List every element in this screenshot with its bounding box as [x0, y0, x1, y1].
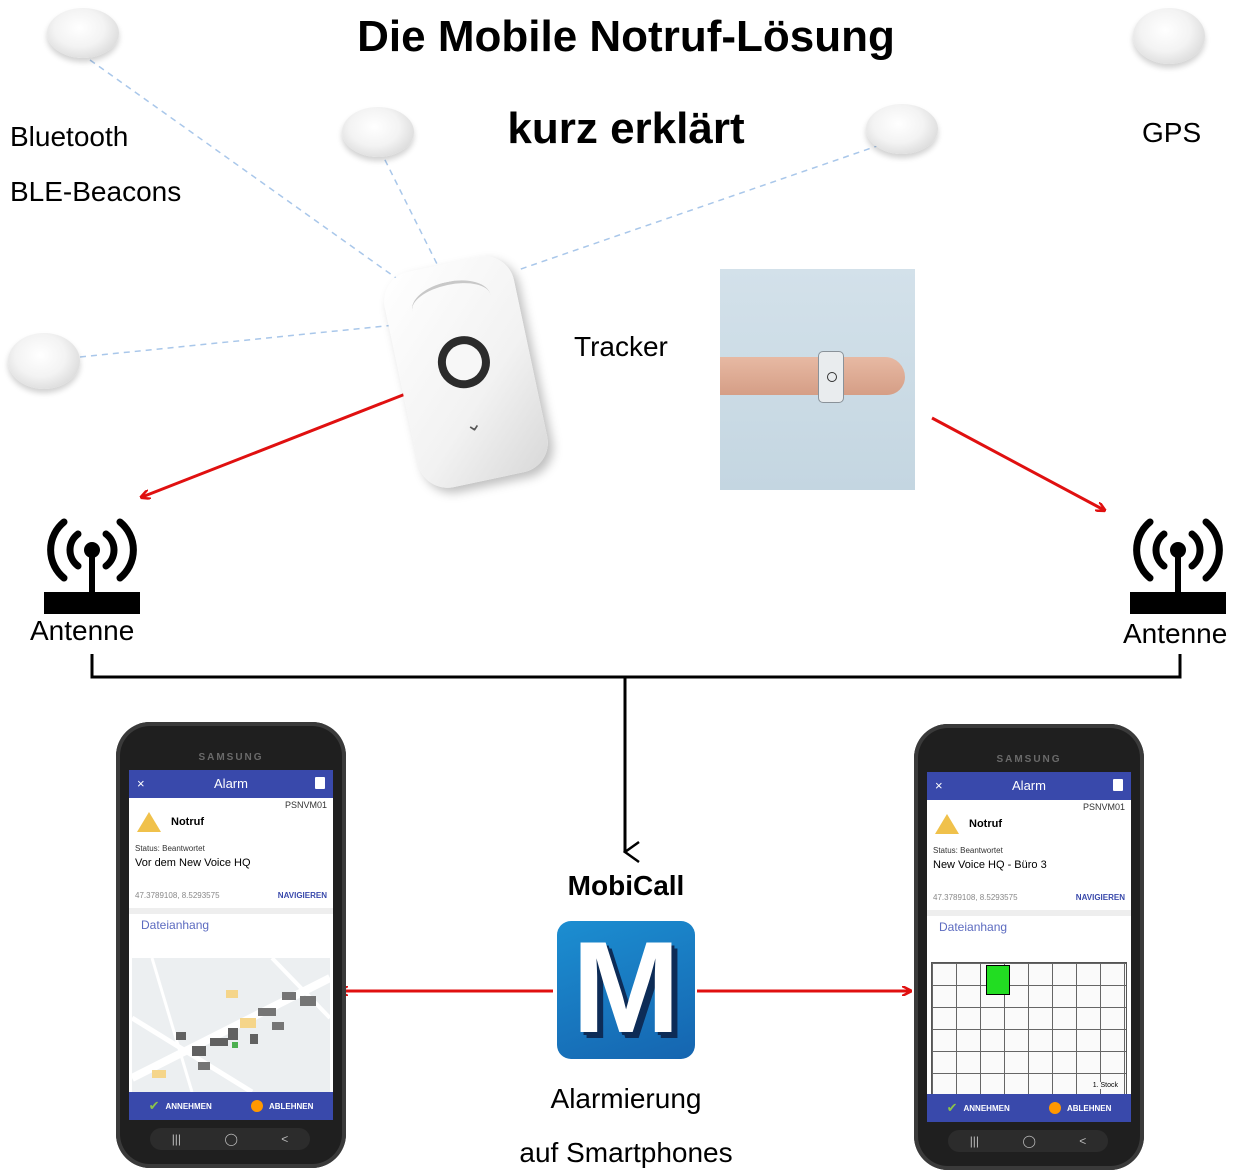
beacon-link-1 — [89, 59, 421, 296]
highlighted-room — [986, 965, 1010, 995]
action-bar: ✔ ANNEHMEN ABLEHNEN — [927, 1094, 1131, 1122]
title-line-1: Die Mobile Notruf-Lösung — [357, 12, 895, 61]
coordinates: 47.3789108, 8.5293575 — [135, 891, 220, 900]
antenna-left-label: Antenne — [30, 615, 135, 646]
coordinate-row: 47.3789108, 8.5293575 NAVIGIEREN — [129, 869, 333, 900]
close-icon[interactable]: × — [935, 778, 943, 793]
floor-label: 1. Stock — [1090, 1082, 1120, 1089]
beacon-link-3 — [517, 144, 881, 271]
smartphone-left: SAMSUNG × Alarm PSNVM01 Notruf Status: B… — [116, 722, 346, 1168]
navigate-button[interactable]: NAVIGIEREN — [277, 891, 327, 900]
alarm-status: Status: Beantwortet — [933, 846, 1003, 855]
accept-label: ANNEHMEN — [963, 1103, 1010, 1113]
action-bar: ✔ ANNEHMEN ABLEHNEN — [129, 1092, 333, 1120]
phone-brand: SAMSUNG — [996, 754, 1062, 765]
attachment-label: Dateianhang — [141, 918, 210, 932]
band-button — [827, 372, 837, 382]
phone-nav-keys: ||| ◯ < — [150, 1128, 310, 1150]
alarm-type-row: Notruf — [129, 810, 333, 834]
accept-button[interactable]: ✔ ANNEHMEN — [149, 1098, 212, 1114]
antenna-bus-line — [90, 654, 1182, 679]
attachment-label: Dateianhang — [939, 920, 1008, 934]
beacon-links — [79, 59, 881, 358]
coordinate-row: 47.3789108, 8.5293575 NAVIGIEREN — [927, 871, 1131, 902]
beacon-link-2 — [379, 149, 441, 271]
warning-icon — [935, 814, 959, 834]
decline-label: ABLEHNEN — [268, 1101, 314, 1111]
navigate-button[interactable]: NAVIGIEREN — [1075, 893, 1125, 902]
accept-button[interactable]: ✔ ANNEHMEN — [947, 1100, 1010, 1116]
antenna-icon — [44, 518, 140, 614]
close-icon[interactable]: × — [137, 776, 145, 791]
gps-beacon-icon — [1133, 8, 1205, 64]
alarm-location: New Voice HQ - Büro 3 — [933, 859, 1047, 871]
app-bar: × Alarm — [927, 772, 1131, 800]
alarm-status: Status: Beantwortet — [135, 844, 205, 853]
alarm-label-2: auf Smartphones — [519, 1137, 733, 1168]
ble-beacons-label: BLE-Beacons — [10, 176, 182, 207]
home-icon[interactable]: ◯ — [1022, 1134, 1036, 1148]
wrist-tracker-photo — [720, 269, 915, 490]
phone-screen: × Alarm PSNVM01 Notruf Status: Beantwort… — [927, 772, 1131, 1122]
arm-shape — [720, 357, 905, 395]
phone-brand: SAMSUNG — [198, 752, 264, 763]
title-line-2: kurz erklärt — [507, 104, 745, 153]
device-code: PSNVM01 — [1082, 802, 1125, 812]
smartphone-right: SAMSUNG × Alarm PSNVM01 Notruf Status: B… — [914, 724, 1144, 1170]
map-attachment[interactable] — [132, 958, 330, 1092]
gps-label: GPS — [1142, 117, 1202, 148]
decline-button[interactable]: ABLEHNEN — [1048, 1102, 1112, 1114]
alarm-type-row: Notruf — [927, 812, 1131, 836]
app-bar-title: Alarm — [214, 776, 248, 791]
floorplan-attachment[interactable]: 1. Stock — [931, 962, 1127, 1096]
arrow-wrist-to-antenna-right — [931, 416, 1104, 510]
tracker-label: Tracker — [574, 331, 668, 362]
divider — [927, 910, 1131, 916]
alarm-location: Vor dem New Voice HQ — [135, 857, 251, 869]
decline-button[interactable]: ABLEHNEN — [250, 1100, 314, 1112]
warning-icon — [137, 812, 161, 832]
beacon-icon — [8, 333, 80, 389]
decline-icon — [1048, 1102, 1061, 1114]
mobicall-label: MobiCall — [567, 870, 685, 901]
recent-apps-icon[interactable]: ||| — [171, 1132, 182, 1146]
phone-screen: × Alarm PSNVM01 Notruf Status: Beantwort… — [129, 770, 333, 1120]
recent-apps-icon[interactable]: ||| — [969, 1134, 980, 1148]
beacon-icon — [866, 104, 938, 154]
map-drawing — [132, 958, 330, 1092]
decline-icon — [250, 1100, 263, 1112]
bluetooth-label: Bluetooth — [10, 121, 129, 152]
phone-nav-keys: ||| ◯ < — [948, 1130, 1108, 1152]
device-code: PSNVM01 — [284, 800, 327, 810]
alarm-type: Notruf — [969, 818, 1002, 830]
beacon-icon — [47, 8, 119, 58]
alarm-type: Notruf — [171, 816, 204, 828]
antenna-right-label: Antenne — [1123, 618, 1228, 649]
coordinates: 47.3789108, 8.5293575 — [933, 893, 1018, 902]
mobicall-app-icon: M — [557, 921, 695, 1059]
divider — [129, 908, 333, 914]
arrow-tracker-to-antenna-left — [142, 391, 409, 497]
accept-label: ANNEHMEN — [165, 1101, 212, 1111]
app-bar-title: Alarm — [1012, 778, 1046, 793]
check-icon: ✔ — [946, 1100, 958, 1115]
check-icon: ✔ — [148, 1098, 160, 1113]
chevron-down-icon: ⌄ — [462, 412, 484, 438]
beacon-icon — [342, 107, 414, 157]
wrist-band — [818, 351, 844, 403]
back-icon[interactable]: < — [281, 1132, 289, 1146]
tracker-arc — [407, 273, 495, 333]
back-icon[interactable]: < — [1079, 1134, 1087, 1148]
home-icon[interactable]: ◯ — [224, 1132, 238, 1146]
app-bar: × Alarm — [129, 770, 333, 798]
antenna-icon — [1130, 518, 1226, 614]
trash-icon[interactable] — [315, 777, 325, 789]
alarm-label-1: Alarmierung — [550, 1083, 702, 1114]
decline-label: ABLEHNEN — [1066, 1103, 1112, 1113]
app-icon-letter: M — [571, 921, 681, 1059]
trash-icon[interactable] — [1113, 779, 1123, 791]
tracker-button-icon — [433, 331, 495, 394]
beacon-link-4 — [79, 324, 396, 358]
